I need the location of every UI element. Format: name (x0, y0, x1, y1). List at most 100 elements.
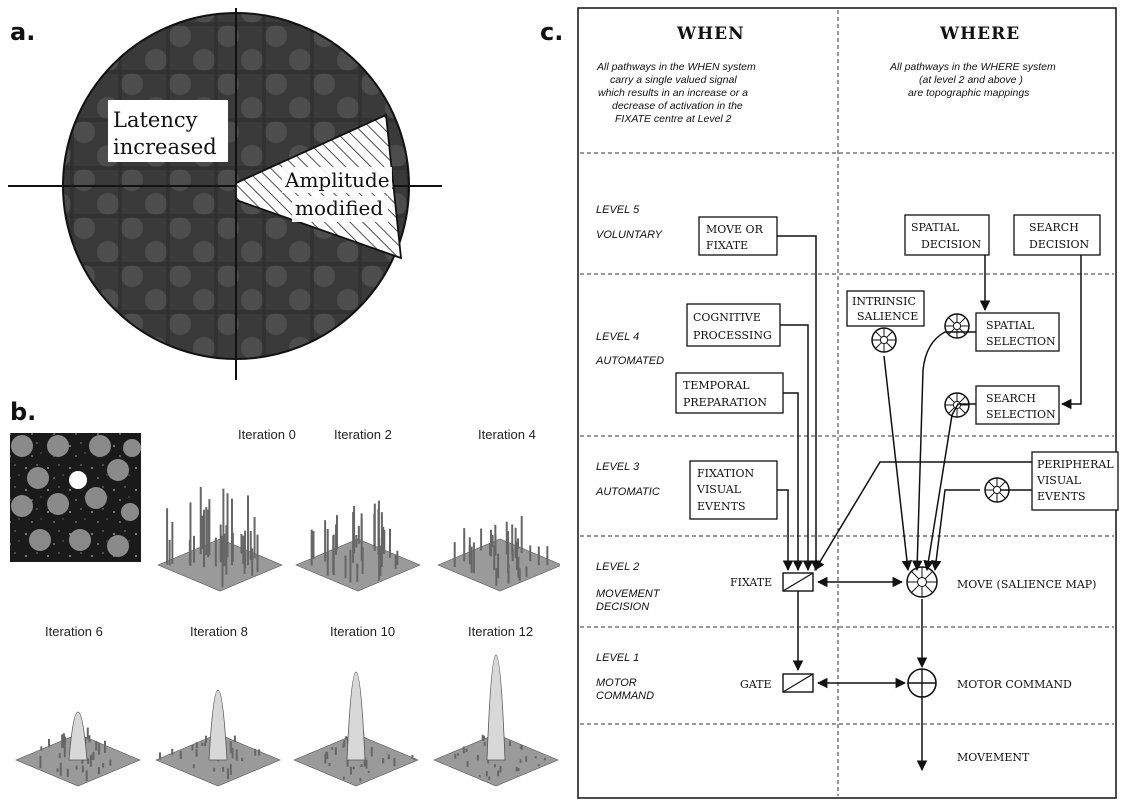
spatial-decision-box (904, 214, 990, 256)
iteration-10-label: Iteration 10 (330, 624, 395, 639)
where-desc-3: are topographic mappings (908, 87, 1030, 99)
stimulus-discs (11, 435, 141, 557)
arrow-spatial-selection (912, 331, 976, 572)
latency-label-box (108, 100, 228, 162)
iteration-2-label: Iteration 2 (334, 427, 392, 442)
level-4-name: AUTOMATED (595, 355, 664, 367)
target-disc (69, 471, 87, 489)
spatial-selection-line1: SPATIAL (986, 319, 1035, 332)
diagram-frame (577, 7, 1117, 799)
arrow-move-or-fixate (777, 235, 822, 572)
gate-label: GATE (740, 678, 772, 691)
arrow-search-selection (923, 403, 976, 572)
where-desc-2: (at level 2 and above ) (919, 74, 1023, 86)
when-desc-2: carry a single valued signal (610, 74, 737, 86)
latency-label-line1: Latency (113, 108, 198, 132)
where-title: WHERE (939, 24, 1020, 44)
when-desc-4: decrease of activation in the (612, 100, 743, 112)
level-1-name-1: MOTOR (596, 677, 637, 689)
level-2-num: LEVEL 2 (596, 561, 639, 573)
level-4-num: LEVEL 4 (596, 331, 639, 343)
motor-command-node (907, 668, 937, 698)
surface-iteration-10 (293, 671, 419, 787)
search-selection-line1: SEARCH (986, 392, 1036, 405)
search-decision-line2: DECISION (1029, 238, 1090, 251)
temporal-preparation-line2: PREPARATION (683, 396, 767, 409)
panel-a: Latency increased Amplitude modified (8, 8, 442, 380)
move-or-fixate-line2: FIXATE (706, 239, 748, 252)
panel-b: Iteration 0 Iteration 2 Iteration 4 Iter… (10, 427, 560, 787)
iteration-12-label: Iteration 12 (468, 624, 533, 639)
wheel-move (906, 566, 938, 598)
peripheral-visual-events-line2: VISUAL (1036, 474, 1082, 487)
gate-unit (782, 673, 814, 693)
surface-iteration-8 (155, 689, 281, 787)
amplitude-label-line1: Amplitude (284, 168, 390, 192)
panel-b-label: b. (10, 398, 37, 426)
wheel-spatial-selection (944, 313, 970, 339)
motor-command-label: MOTOR COMMAND (957, 678, 1072, 691)
level-1-name-2: COMMAND (596, 690, 654, 702)
fixation-visual-events-line3: EVENTS (697, 500, 746, 513)
level-2-name-1: MOVEMENT (596, 588, 661, 600)
amplitude-label-line2: modified (295, 196, 383, 220)
peripheral-visual-events-box (1031, 451, 1119, 511)
arrow-peripheral (935, 489, 1032, 570)
intrinsic-salience-line2: SALIENCE (857, 310, 918, 323)
when-desc-1: All pathways in the WHEN system (596, 61, 756, 73)
arrow-fixation-events (777, 489, 794, 572)
spatial-selection-line2: SELECTION (986, 335, 1056, 348)
iteration-8-label: Iteration 8 (190, 624, 248, 639)
search-decision-box (1013, 214, 1101, 256)
iteration-0-label: Iteration 0 (238, 427, 296, 442)
peripheral-visual-events-line1: PERIPHERAL (1037, 458, 1114, 471)
panel-c-label: c. (540, 18, 564, 46)
surface-iteration-0 (157, 486, 283, 592)
level-2-name-2: DECISION (596, 601, 649, 613)
search-decision-line1: SEARCH (1029, 221, 1079, 234)
arrow-cognitive (780, 324, 814, 572)
fixate-unit (782, 572, 814, 592)
fixate-label: FIXATE (730, 576, 772, 589)
level-1-num: LEVEL 1 (596, 652, 639, 664)
cognitive-processing-box (686, 303, 781, 347)
when-desc-3: which results in an increase or a (598, 87, 748, 99)
wheel-units (871, 313, 1010, 598)
surface-iteration-6 (15, 711, 141, 787)
panel-a-label: a. (10, 18, 36, 46)
move-or-fixate-box (698, 216, 778, 256)
movement-label: MOVEMENT (957, 751, 1030, 764)
arrow-search-decision (1060, 255, 1082, 410)
when-title: WHEN (676, 24, 745, 44)
arrow-intrinsic (883, 355, 913, 572)
cognitive-processing-line2: PROCESSING (693, 329, 772, 342)
level-3-name: AUTOMATIC (595, 486, 660, 498)
level-5-name: VOLUNTARY (596, 229, 663, 241)
fixation-visual-events-line2: VISUAL (696, 483, 742, 496)
iteration-surfaces (15, 486, 560, 787)
spatial-decision-line1: SPATIAL (911, 221, 960, 234)
surface-iteration-2 (295, 500, 421, 592)
move-label: MOVE (SALIENCE MAP) (957, 578, 1096, 591)
level-5-num: LEVEL 5 (596, 204, 640, 216)
temporal-preparation-line1: TEMPORAL (683, 379, 750, 392)
latency-label-line2: increased (113, 135, 217, 159)
spatial-selection-box (975, 312, 1060, 352)
iteration-6-label: Iteration 6 (45, 624, 103, 639)
intrinsic-salience-box (846, 290, 925, 327)
surface-iteration-4 (437, 515, 560, 592)
intrinsic-salience-line1: INTRINSIC (852, 295, 916, 308)
arrow-peripheral-to-fixate (814, 461, 1032, 571)
fixation-visual-events-line1: FIXATION (697, 467, 754, 480)
where-desc-1: All pathways in the WHERE system (889, 61, 1056, 73)
when-desc-5: FIXATE centre at Level 2 (615, 113, 732, 125)
level-3-num: LEVEL 3 (596, 461, 640, 473)
move-or-fixate-line1: MOVE OR (706, 223, 764, 236)
arrow-temporal (783, 392, 804, 572)
iteration-4-label: Iteration 4 (478, 427, 536, 442)
cognitive-processing-line1: COGNITIVE (693, 311, 761, 324)
fixation-visual-events-box (689, 460, 778, 520)
search-selection-box (975, 385, 1060, 425)
spatial-decision-line2: DECISION (921, 238, 982, 251)
